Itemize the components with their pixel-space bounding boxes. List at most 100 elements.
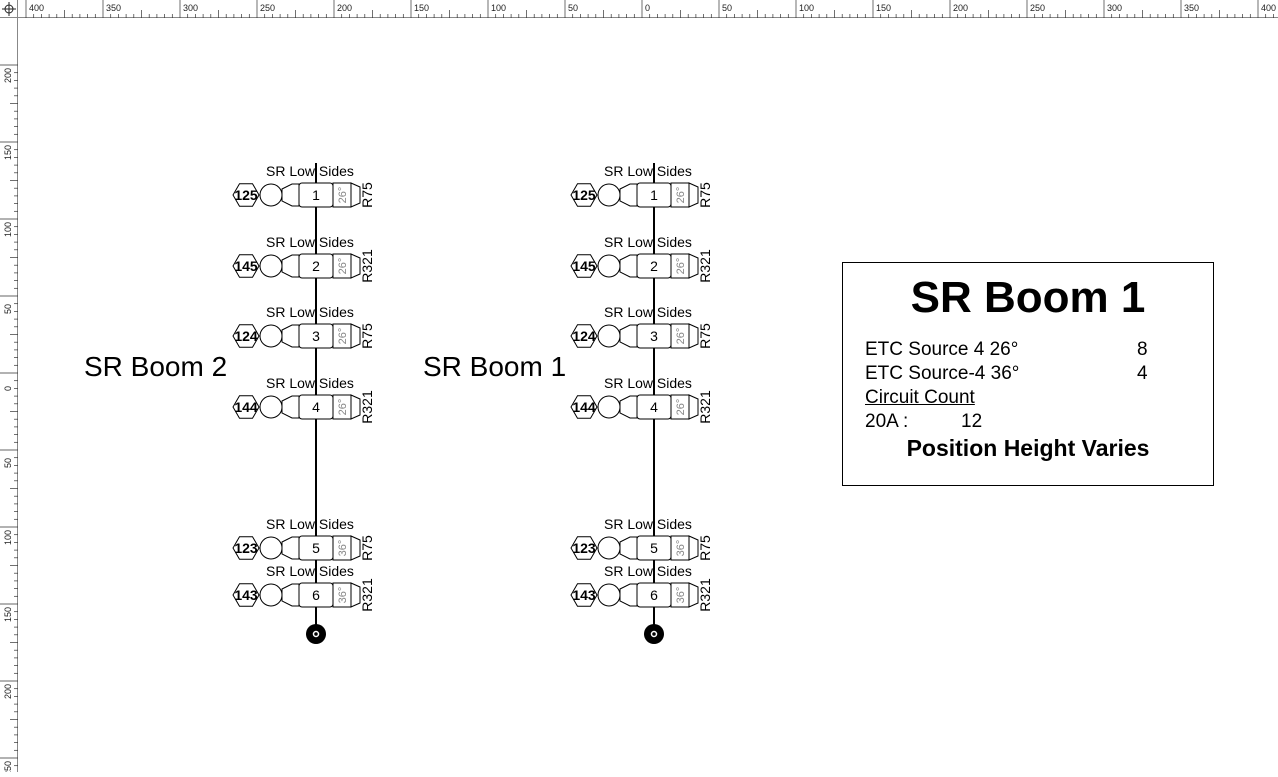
beam-angle: 36° [337,540,349,557]
channel-number: 123 [572,540,596,556]
fixture-lens-icon [259,324,283,348]
gel-color: R321 [697,249,713,283]
boom-title-sr-boom-1[interactable]: SR Boom 1 [423,351,567,382]
gel-color: R75 [359,323,375,349]
fixture-purpose-label: SR Low Sides [604,304,692,320]
legend-row-name: ETC Source 4 26° [865,339,1019,360]
ruler-label: 50 [722,3,732,13]
gel-color: R75 [359,182,375,208]
unit-number: 4 [312,399,320,415]
legend-title: SR Boom 1 [910,273,1146,322]
beam-angle: 26° [675,187,687,204]
fixture-lens-icon [597,324,621,348]
boom-base-icon[interactable] [306,624,326,644]
fixture-barrel-icon [619,536,638,560]
fixture-barrel-icon [281,254,300,278]
beam-angle: 26° [337,258,349,275]
unit-number: 3 [312,328,320,344]
unit-number: 4 [650,399,658,415]
channel-hexagon-icon [232,254,260,278]
fixture-lens-icon [597,583,621,607]
fixture-purpose-label: SR Low Sides [604,375,692,391]
circuit-label: 20A : [865,411,909,432]
boom-title-sr-boom-2[interactable]: SR Boom 2 [84,351,228,382]
ruler-label: 350 [1184,3,1199,13]
channel-number: 143 [572,587,596,603]
fixture-lens-icon [259,254,283,278]
fixture-purpose-label: SR Low Sides [604,234,692,250]
unit-number: 6 [312,587,320,603]
beam-angle: 26° [675,328,687,345]
ruler-label: 0 [3,386,13,391]
gel-color: R75 [697,323,713,349]
boom-base-hole [650,630,658,638]
circuit-count-heading: Circuit Count [865,387,975,408]
beam-angle: 36° [675,540,687,557]
unit-number: 5 [650,540,658,556]
fixture-lens-icon [259,583,283,607]
channel-hexagon-icon [570,583,598,607]
position-height-note: Position Height Varies [906,435,1150,461]
unit-number: 6 [650,587,658,603]
channel-hexagon-icon [232,395,260,419]
channel-hexagon-icon [570,395,598,419]
gel-color: R321 [359,390,375,424]
fixture-lens-icon [597,536,621,560]
fixture-barrel-icon [619,183,638,207]
lighting-fixture[interactable]: 144 4 26° R321 [570,390,713,424]
legend-row-name: ETC Source-4 36° [865,363,1020,384]
fixture-cap-icon [688,323,699,349]
gel-color: R321 [697,578,713,612]
channel-number: 145 [234,258,258,274]
beam-angle: 26° [675,399,687,416]
ruler-label: 300 [183,3,198,13]
ruler-label: 250 [3,761,13,772]
gel-color: R321 [359,578,375,612]
fixture-cap-icon [350,394,361,420]
ruler-label: 0 [645,3,650,13]
fixture-lens-icon [259,536,283,560]
fixture-barrel-icon [281,583,300,607]
channel-hexagon-icon [232,324,260,348]
channel-hexagon-icon [570,536,598,560]
fixture-barrel-icon [619,395,638,419]
ruler-label: 150 [414,3,429,13]
ruler-label: 150 [876,3,891,13]
fixture-cap-icon [350,182,361,208]
unit-number: 2 [312,258,320,274]
gel-color: R321 [697,390,713,424]
channel-hexagon-icon [570,183,598,207]
beam-angle: 26° [337,399,349,416]
fixture-barrel-icon [619,254,638,278]
ruler-label: 400 [29,3,44,13]
ruler-label: 350 [106,3,121,13]
ruler-label: 200 [337,3,352,13]
fixture-cap-icon [688,182,699,208]
ruler-label: 50 [568,3,578,13]
fixture-cap-icon [688,582,699,608]
beam-angle: 26° [675,258,687,275]
fixture-cap-icon [688,253,699,279]
channel-number: 144 [572,399,596,415]
fixture-barrel-icon [619,583,638,607]
beam-angle: 36° [337,587,349,604]
boom-base-icon[interactable] [644,624,664,644]
legend-box[interactable]: SR Boom 1 ETC Source 4 26° 8 ETC Source-… [842,262,1214,486]
ruler-origin-icon[interactable] [0,0,18,18]
